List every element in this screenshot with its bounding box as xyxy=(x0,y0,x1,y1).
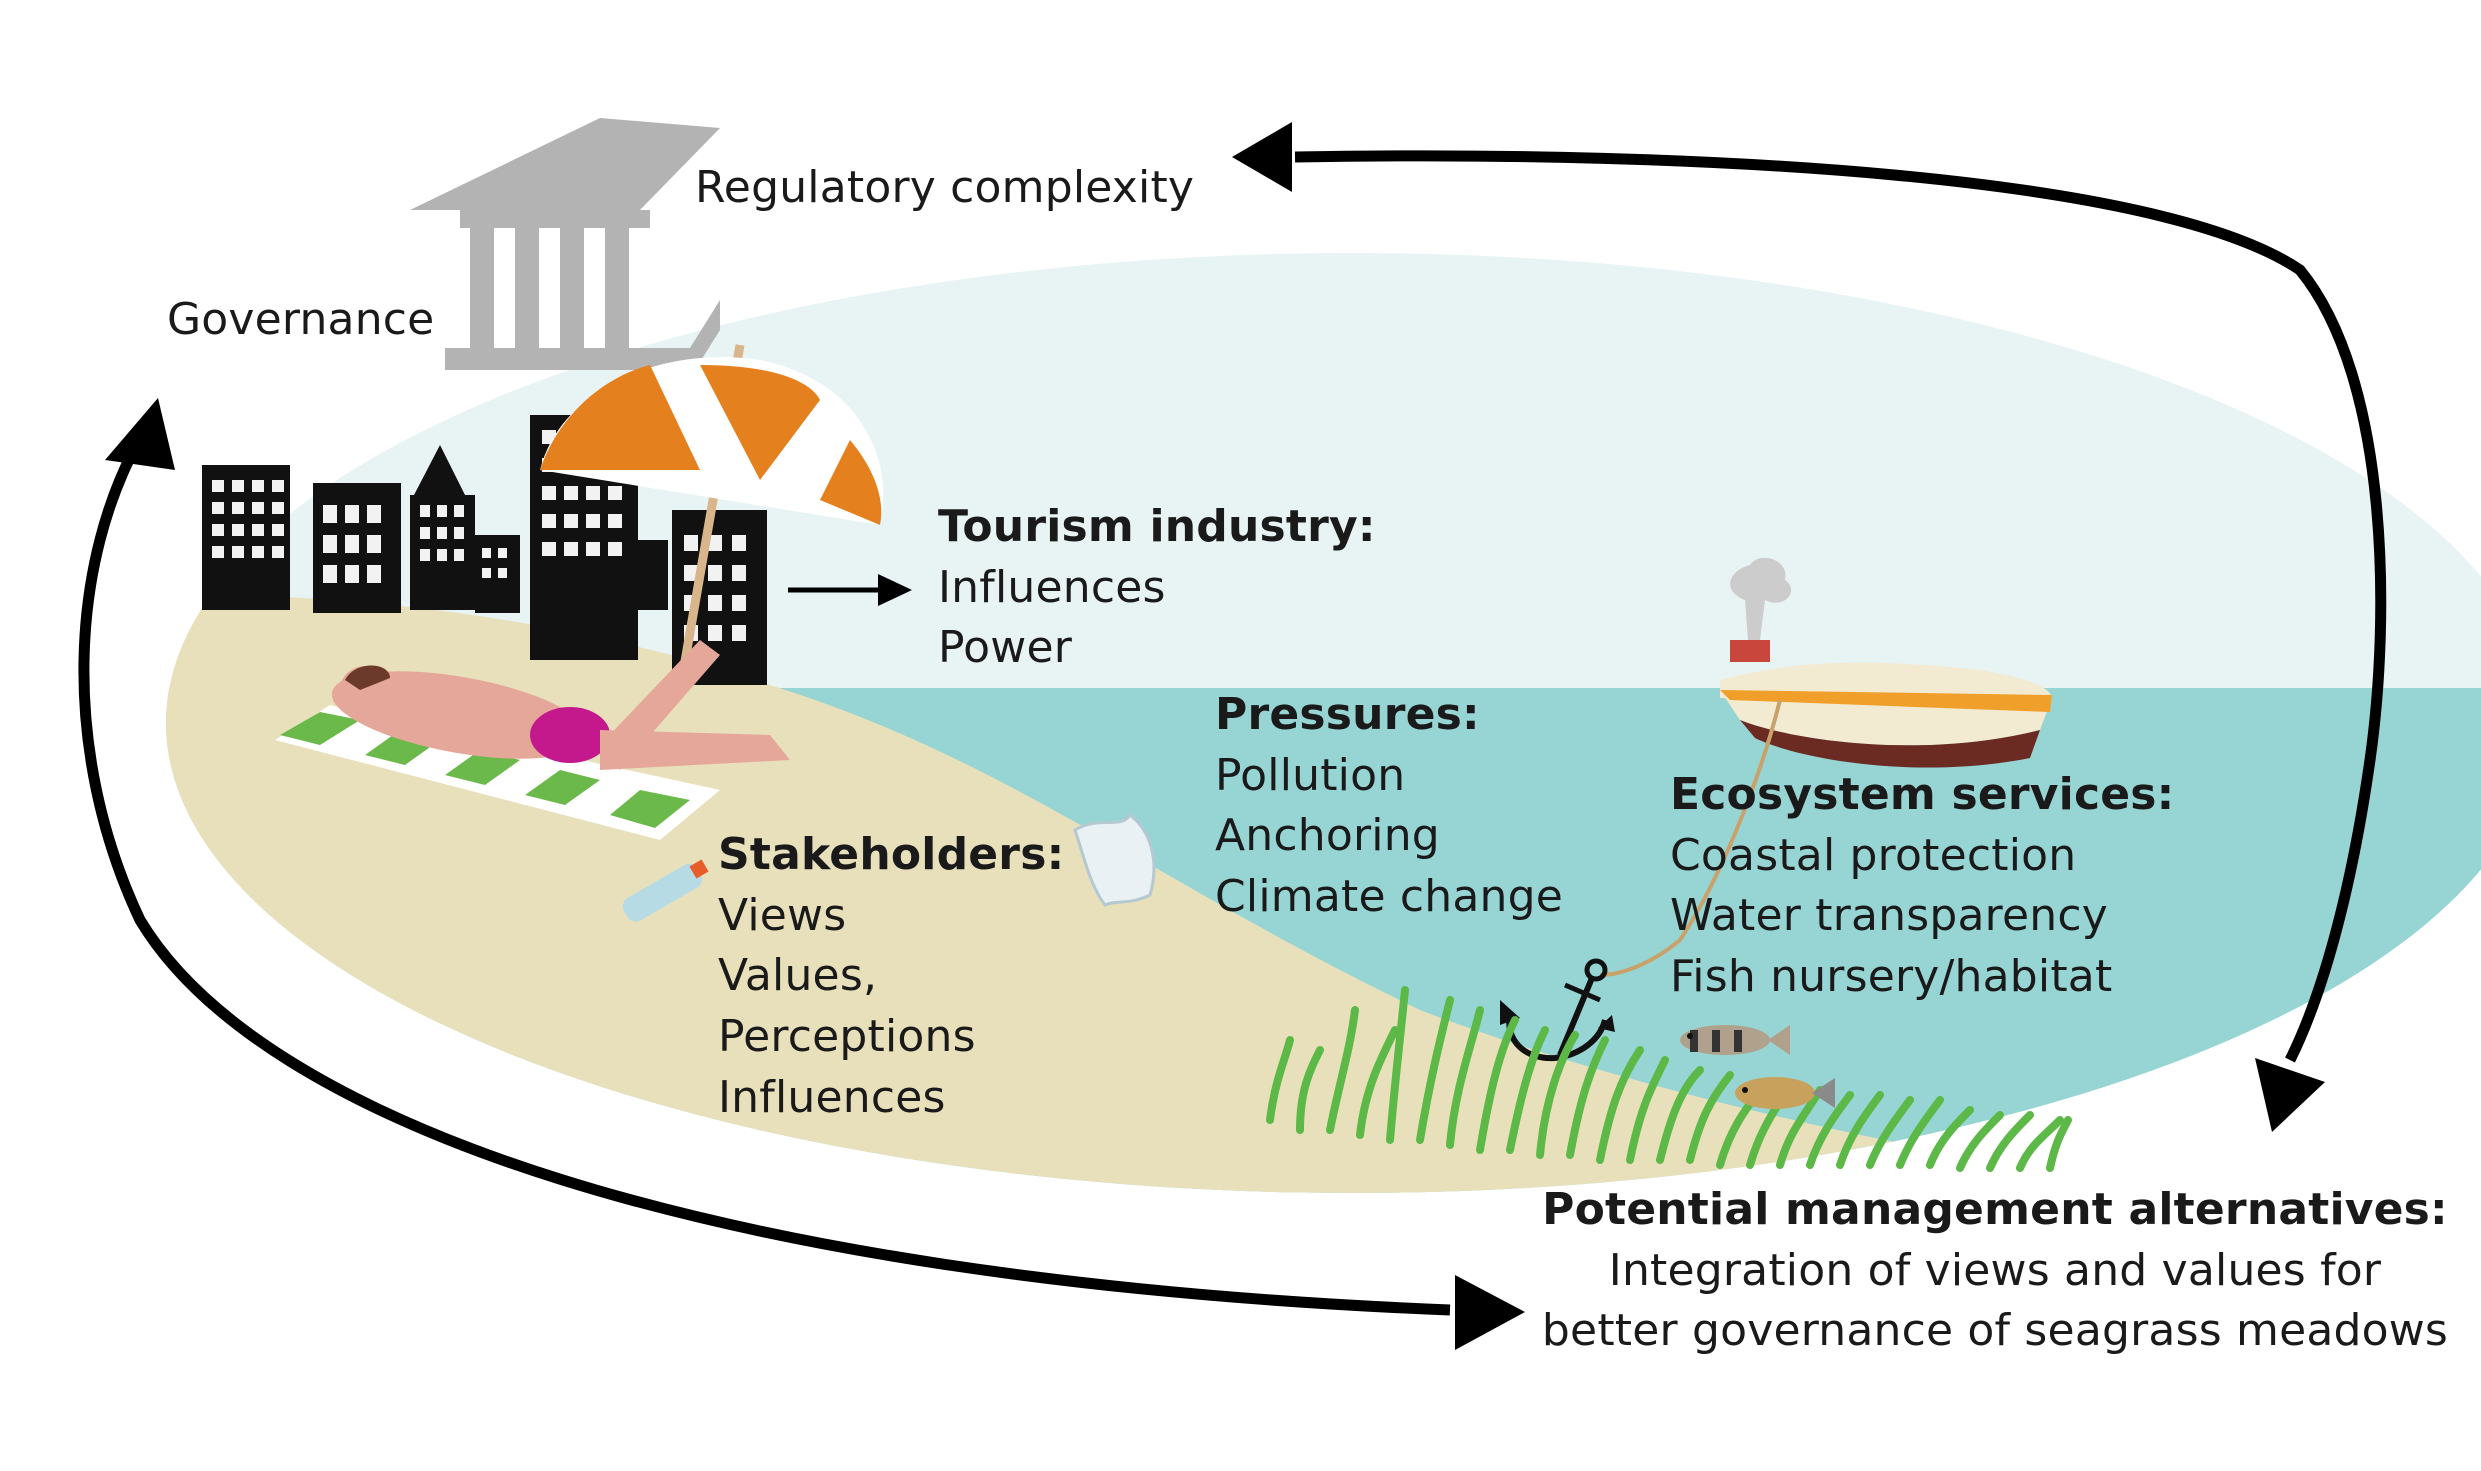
pressures-item: Climate change xyxy=(1215,871,1564,923)
stakeholders-item: Values, xyxy=(718,950,878,1002)
stakeholders-item: Perceptions xyxy=(718,1011,976,1063)
hotel-buildings-icon xyxy=(202,415,767,685)
pressures-item: Pollution xyxy=(1215,749,1406,801)
bottom-cycle-arrow xyxy=(78,398,1525,1350)
tourism-item: Influences xyxy=(938,561,1166,613)
ecosystem-heading: Ecosystem services: xyxy=(1670,769,2175,820)
tourism-industry-block: Tourism industry: Influences Power xyxy=(938,497,1376,679)
management-heading: Potential management alternatives: xyxy=(1542,1184,2448,1235)
top-cycle-arrow xyxy=(1232,122,2387,1132)
pressures-block: Pressures: Pollution Anchoring Climate c… xyxy=(1215,685,1563,928)
governance-label: Governance xyxy=(167,294,435,345)
stakeholders-heading: Stakeholders: xyxy=(718,829,1065,880)
bottle-icon xyxy=(622,859,709,922)
stakeholders-item: Views xyxy=(718,889,847,941)
ecosystem-item: Water transparency xyxy=(1670,890,2108,942)
management-alternatives-block: Potential management alternatives: Integ… xyxy=(1525,1180,2465,1362)
ecosystem-item: Fish nursery/habitat xyxy=(1670,951,2113,1003)
beach-towel-icon xyxy=(275,705,720,840)
stakeholders-item: Influences xyxy=(718,1071,946,1123)
pressures-heading: Pressures: xyxy=(1215,689,1480,740)
scene-oval xyxy=(166,253,2481,1193)
beach-umbrella-icon xyxy=(540,344,884,691)
tourism-heading: Tourism industry: xyxy=(938,501,1376,552)
management-item: better governance of seagrass meadows xyxy=(1541,1305,2449,1357)
management-item: Integration of views and values for xyxy=(1608,1244,2382,1296)
tourism-arrow xyxy=(788,574,912,606)
seagrass-icon xyxy=(1266,986,2072,1172)
ecosystem-item: Coastal protection xyxy=(1670,829,2077,881)
stakeholders-block: Stakeholders: Views Values, Perceptions … xyxy=(718,825,1064,1129)
ecosystem-services-block: Ecosystem services: Coastal protection W… xyxy=(1670,765,2174,1008)
plastic-bag-icon xyxy=(1073,812,1156,907)
regulatory-complexity-label: Regulatory complexity xyxy=(695,162,1195,213)
fish-icon xyxy=(1680,1025,1835,1109)
pressures-item: Anchoring xyxy=(1215,810,1440,862)
institution-icon xyxy=(410,118,720,370)
tourism-item: Power xyxy=(938,622,1073,674)
sunbather-icon xyxy=(331,640,790,770)
boat-icon xyxy=(1720,557,2052,768)
